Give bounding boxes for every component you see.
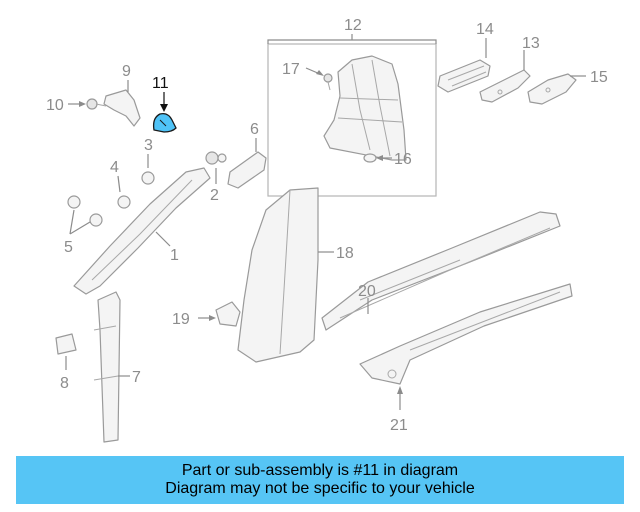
part-17-screw xyxy=(323,73,333,91)
parts-diagram: 12 17 16 14 13 15 9 xyxy=(46,17,608,443)
callout-17: 17 xyxy=(282,61,300,78)
banner-line-2: Diagram may not be specific to your vehi… xyxy=(165,480,475,497)
callout-15: 15 xyxy=(590,69,608,86)
part-1-a-pillar-trim xyxy=(73,167,211,295)
part-7-lower-trim xyxy=(93,291,121,443)
callout-6: 6 xyxy=(250,121,259,138)
part-21-sill-reinforcement xyxy=(359,283,573,385)
part-6-trim xyxy=(227,151,267,189)
part-2-screw xyxy=(205,151,227,165)
part-11-clip-highlighted[interactable] xyxy=(152,112,177,133)
part-20-sill-plate xyxy=(321,211,561,331)
part-18-b-pillar-trim xyxy=(237,187,319,363)
callout-13: 13 xyxy=(522,35,540,52)
callout-1: 1 xyxy=(170,247,179,264)
part-19-bracket xyxy=(215,301,241,327)
part-8-bracket xyxy=(55,333,77,355)
part-15-bracket xyxy=(527,73,577,105)
callout-3: 3 xyxy=(144,137,153,154)
part-14-bracket xyxy=(437,59,491,93)
callout-12: 12 xyxy=(344,17,362,34)
callout-18: 18 xyxy=(336,245,354,262)
callout-21: 21 xyxy=(390,417,408,434)
callout-7: 7 xyxy=(132,369,141,386)
callout-20: 20 xyxy=(358,283,376,300)
part-12-pillar-trim xyxy=(323,55,407,161)
info-banner: Part or sub-assembly is #11 in diagram D… xyxy=(16,456,624,504)
part-4-clip xyxy=(117,195,131,209)
callout-16: 16 xyxy=(394,151,412,168)
part-9-bracket xyxy=(103,89,141,127)
part-3-clip xyxy=(141,171,155,185)
part-16-clip xyxy=(363,153,377,163)
callout-14: 14 xyxy=(476,21,494,38)
inset-box-12 xyxy=(267,43,437,197)
part-10-screw xyxy=(86,98,107,110)
callout-9: 9 xyxy=(122,63,131,80)
part-13-bracket xyxy=(479,69,531,103)
part-5-clips xyxy=(67,195,103,227)
callout-19: 19 xyxy=(172,311,190,328)
callout-8: 8 xyxy=(60,375,69,392)
callout-5: 5 xyxy=(64,239,73,256)
banner-line-1: Part or sub-assembly is #11 in diagram xyxy=(181,462,459,479)
callout-11: 11 xyxy=(152,75,169,92)
callout-2: 2 xyxy=(210,187,219,204)
callout-4: 4 xyxy=(110,159,119,176)
callout-10: 10 xyxy=(46,97,64,114)
